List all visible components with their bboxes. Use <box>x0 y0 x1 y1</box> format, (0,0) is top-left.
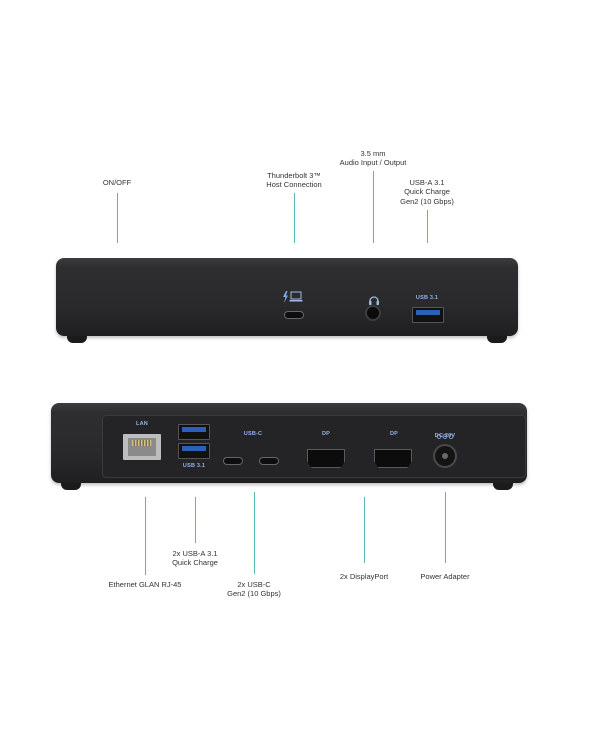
ethernet-label: Ethernet GLAN RJ-45 <box>109 580 182 589</box>
dp2-label: DP <box>389 431 399 437</box>
ethernet-contacts <box>132 440 152 446</box>
ethernet-leader <box>145 497 146 575</box>
thunderbolt-laptop-icon <box>283 290 303 303</box>
usba-back-label: 2x USB-A 3.1 Quick Charge <box>172 549 218 568</box>
usbc-back-text-2: Gen2 (10 Gbps) <box>227 589 281 599</box>
displayport-1 <box>307 449 345 468</box>
front-usb-a-port <box>412 307 444 323</box>
back-usb-c-port-2 <box>259 457 279 465</box>
back-usb-c-port-1 <box>223 457 243 465</box>
dc-label: DC 20V <box>434 433 456 439</box>
dc-polarity-icon <box>436 426 454 439</box>
back-usb-a-port-1 <box>178 424 210 440</box>
audio-leader <box>373 171 374 243</box>
usb-front-label: USB-A 3.1 Quick Charge Gen2 (10 Gbps) <box>400 178 454 206</box>
back-usb-label: USB 3.1 <box>182 463 206 469</box>
on-off-text: ON/OFF <box>102 178 132 187</box>
usba-back-text-1: 2x USB-A 3.1 <box>172 549 218 558</box>
back-usb-a-port-2 <box>178 443 210 459</box>
audio-text-2: Audio Input / Output <box>339 158 407 168</box>
thunderbolt-text-2: Host Connection <box>266 180 322 190</box>
thunderbolt-label: Thunderbolt 3™ Host Connection <box>266 171 321 190</box>
usb-front-leader <box>427 210 428 243</box>
headphone-icon <box>369 292 379 305</box>
back-foot-right <box>493 483 513 490</box>
back-port-panel: LAN USB 3.1 USB-C DP DP DC <box>102 415 526 478</box>
ethernet-socket <box>128 438 156 456</box>
usb-front-text-1: USB-A 3.1 <box>409 178 445 187</box>
usbc-back-label: 2x USB-C Gen2 (10 Gbps) <box>227 580 281 599</box>
power-label: Power Adapter <box>420 572 469 581</box>
thunderbolt-port <box>284 311 304 319</box>
dc-power-jack <box>435 446 455 466</box>
audio-label: 3.5 mm Audio Input / Output <box>340 149 407 168</box>
usbc-label: USB-C <box>243 431 263 437</box>
dock-front: USB 3.1 <box>56 258 518 336</box>
front-foot-left <box>67 336 87 343</box>
usbc-back-leader <box>254 492 255 574</box>
ethernet-text: Ethernet GLAN RJ-45 <box>108 580 182 589</box>
power-leader <box>445 492 446 563</box>
dc-pin <box>442 453 448 459</box>
dp1-label: DP <box>321 431 331 437</box>
displayport-label: 2x DisplayPort <box>340 572 388 581</box>
usbc-back-text-1: 2x USB-C <box>237 580 271 589</box>
usba-back-leader <box>195 497 196 543</box>
usb-front-text-2: Quick Charge <box>404 187 450 197</box>
dock-back: LAN USB 3.1 USB-C DP DP DC <box>51 403 527 483</box>
lan-label: LAN <box>136 421 148 427</box>
ethernet-port <box>123 434 161 460</box>
usb-front-text-3: Gen2 (10 Gbps) <box>400 196 454 206</box>
displayport-text: 2x DisplayPort <box>339 572 389 581</box>
front-foot-right <box>487 336 507 343</box>
on-off-label: ON/OFF <box>103 178 131 187</box>
audio-text-1: 3.5 mm <box>360 149 386 158</box>
thunderbolt-text-1: Thunderbolt 3™ <box>267 171 321 180</box>
displayport-2 <box>374 449 412 468</box>
front-usb-label: USB 3.1 <box>415 295 439 301</box>
audio-jack <box>367 307 379 319</box>
power-text: Power Adapter <box>420 572 470 581</box>
on-off-leader <box>117 193 118 243</box>
usba-back-text-2: Quick Charge <box>172 558 218 568</box>
back-foot-left <box>61 483 81 490</box>
displayport-leader <box>364 497 365 563</box>
thunderbolt-leader <box>294 193 295 243</box>
